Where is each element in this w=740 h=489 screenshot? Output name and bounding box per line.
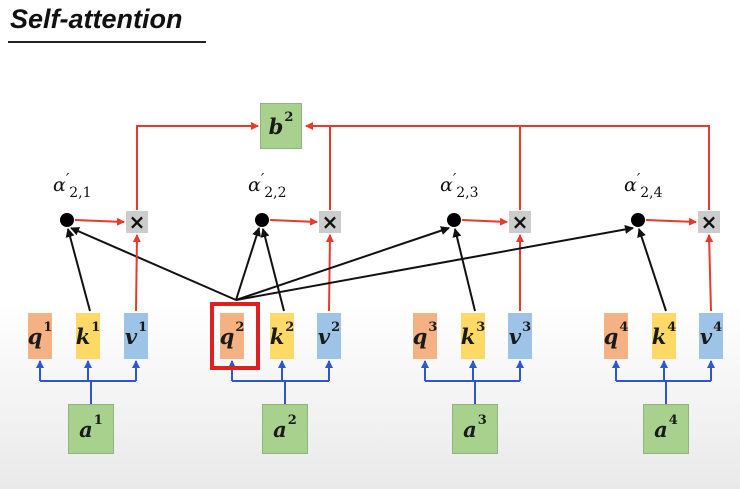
attention-score-dot-2 <box>255 213 269 227</box>
query-q4-box-superscript: 4 <box>619 319 629 335</box>
alpha-subscript: 2,1 <box>69 185 92 201</box>
input-a4-box-superscript: 4 <box>668 412 678 428</box>
key-k1-box-letter: k <box>75 323 91 349</box>
value-v2-box-superscript: 2 <box>331 319 341 335</box>
query2-to-score-4 <box>235 224 634 301</box>
query-q1-box-letter: q <box>27 323 43 349</box>
query2-to-score-2 <box>235 227 261 301</box>
input-a1-box-letter: a <box>79 416 93 442</box>
value-v1-box-superscript: 1 <box>138 319 148 335</box>
value-v3-box-letter: v <box>508 323 522 349</box>
query-q3-box-letter: q <box>412 323 428 349</box>
value-to-multiply-2 <box>325 234 334 312</box>
key-k4-box-superscript: 4 <box>667 319 677 335</box>
multiply-node-3: × <box>509 210 531 234</box>
query-q1-box-superscript: 1 <box>43 319 53 335</box>
query-q3-box-superscript: 3 <box>428 319 438 335</box>
sum-arrow-4 <box>305 122 710 210</box>
query-q4-box-letter: q <box>603 323 619 349</box>
input-a4-box-letter: a <box>654 416 668 442</box>
key-to-score-3 <box>452 228 476 312</box>
alpha-prime: ′ <box>636 170 641 188</box>
query-q2-box-superscript: 2 <box>235 319 245 335</box>
multiply-node-4: × <box>698 210 720 234</box>
alpha-prime: ′ <box>65 170 70 188</box>
alpha-subscript: 2,4 <box>640 185 663 201</box>
query-q2-box-letter: q <box>219 323 235 349</box>
input-a3-box-letter: a <box>463 416 477 442</box>
key-k2-box-superscript: 2 <box>285 319 295 335</box>
alpha-label-2-1: α′2,1 <box>53 170 92 201</box>
page-title: Self-attention <box>10 4 183 34</box>
key-to-score-2 <box>260 228 285 312</box>
score-to-multiply-4 <box>645 217 697 226</box>
output-letter: b <box>268 113 284 139</box>
alpha-prime: ′ <box>260 170 265 188</box>
alpha-symbol: α <box>440 174 453 196</box>
key-k3-box-letter: k <box>460 323 476 349</box>
value-to-multiply-1 <box>132 234 141 312</box>
query2-to-score-1 <box>70 227 237 301</box>
input-a2-box-superscript: 2 <box>287 412 297 428</box>
score-to-multiply-1 <box>74 217 125 226</box>
value-to-multiply-4 <box>705 234 714 312</box>
input-a2-box-letter: a <box>273 416 287 442</box>
alpha-prime: ′ <box>452 170 457 188</box>
alpha-subscript: 2,2 <box>264 185 287 201</box>
input-a3-box-superscript: 3 <box>477 412 487 428</box>
attention-score-dot-1 <box>60 213 74 227</box>
query2-to-score-3 <box>235 226 450 301</box>
value-v4-box-letter: v <box>699 323 713 349</box>
attention-score-dot-3 <box>447 213 461 227</box>
alpha-symbol: α <box>248 174 261 196</box>
input-a1-box-superscript: 1 <box>93 412 103 428</box>
key-to-score-1 <box>65 228 91 312</box>
score-to-multiply-2 <box>269 217 318 226</box>
key-k4-box-letter: k <box>651 323 667 349</box>
key-k1-box-superscript: 1 <box>91 319 101 335</box>
key-k3-box-superscript: 3 <box>476 319 486 335</box>
alpha-symbol: α <box>53 174 66 196</box>
query-highlight-box <box>210 302 260 370</box>
value-v3-box-superscript: 3 <box>522 319 532 335</box>
score-to-multiply-3 <box>461 217 508 226</box>
output-superscript: 2 <box>284 109 294 125</box>
alpha-label-2-2: α′2,2 <box>248 170 287 201</box>
value-v2-box-letter: v <box>317 323 331 349</box>
multiply-node-2: × <box>319 210 341 234</box>
attention-score-dot-4 <box>631 213 645 227</box>
multiply-node-1: × <box>126 210 148 234</box>
title-underline <box>8 41 206 43</box>
alpha-symbol: α <box>624 174 637 196</box>
value-v1-box-letter: v <box>124 323 138 349</box>
alpha-label-2-4: α′2,4 <box>624 170 663 201</box>
alpha-subscript: 2,3 <box>456 185 479 201</box>
key-to-score-4 <box>637 228 667 312</box>
value-v4-box-superscript: 4 <box>713 319 723 335</box>
key-k2-box-letter: k <box>269 323 285 349</box>
sum-arrow-1 <box>136 122 259 210</box>
alpha-label-2-3: α′2,3 <box>440 170 479 201</box>
